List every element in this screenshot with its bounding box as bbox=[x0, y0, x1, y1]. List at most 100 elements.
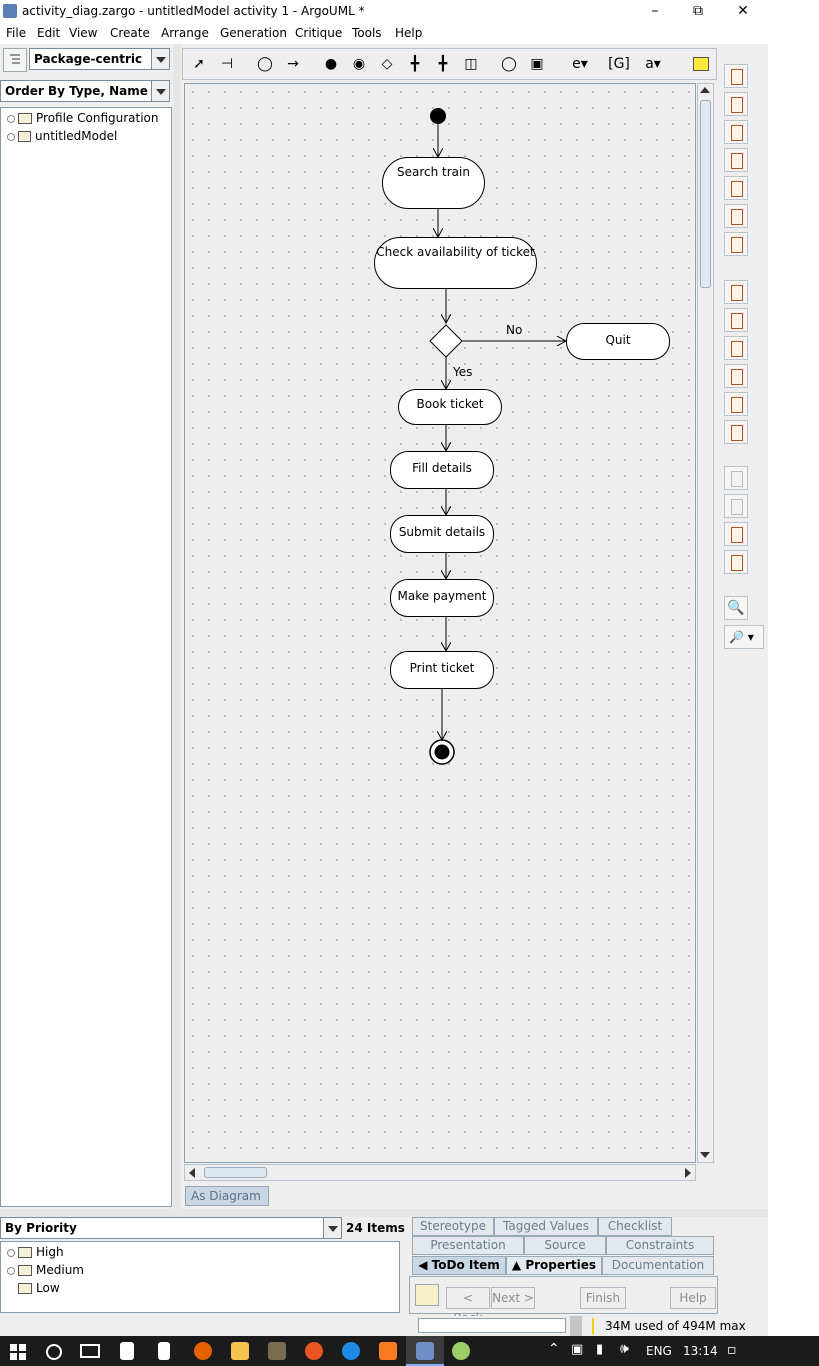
store-icon[interactable] bbox=[120, 1342, 134, 1360]
junction-tool-icon[interactable]: ◇ bbox=[381, 56, 393, 72]
swimlane-tool-icon[interactable]: ◫ bbox=[464, 56, 478, 72]
state-fill-details[interactable]: Fill details bbox=[390, 451, 494, 489]
broom-tool-icon[interactable]: ⊣ bbox=[220, 56, 234, 72]
save-as-icon[interactable] bbox=[724, 392, 748, 416]
call-state-tool-icon[interactable]: ◯ bbox=[501, 56, 517, 72]
menu-edit[interactable]: Edit bbox=[37, 26, 61, 40]
todo-priority-medium[interactable]: Medium bbox=[7, 1263, 84, 1281]
perspective-select[interactable]: Package-centric bbox=[29, 48, 170, 70]
print-icon[interactable] bbox=[724, 420, 748, 444]
state-quit[interactable]: Quit bbox=[566, 323, 670, 360]
file-explorer-icon[interactable] bbox=[231, 1342, 249, 1360]
paint-icon[interactable] bbox=[452, 1342, 470, 1360]
object-flow-tool-icon[interactable]: ▣ bbox=[530, 56, 544, 72]
new-usecase-diagram-icon[interactable] bbox=[724, 120, 748, 144]
diagram-tab[interactable]: As Diagram bbox=[185, 1186, 269, 1206]
select-tool-icon[interactable]: ➚ bbox=[193, 56, 205, 72]
initial-state-tool-icon[interactable]: ● bbox=[324, 56, 338, 72]
state-search-train[interactable]: Search train bbox=[382, 157, 485, 209]
note-tool-icon[interactable] bbox=[688, 52, 714, 76]
app-icon-blue[interactable] bbox=[342, 1342, 360, 1360]
new-collaboration-diagram-icon[interactable] bbox=[724, 204, 748, 228]
settings-list-icon[interactable] bbox=[724, 550, 748, 574]
language-indicator[interactable]: ENG bbox=[646, 1344, 672, 1358]
argouml-taskbar-icon[interactable] bbox=[416, 1342, 434, 1360]
notification-icon[interactable]: ▫ bbox=[727, 1342, 737, 1358]
splitter-horizontal[interactable] bbox=[0, 1209, 768, 1217]
todo-mode-select[interactable]: By Priority bbox=[0, 1217, 342, 1239]
minimize-icon[interactable]: – bbox=[651, 3, 659, 19]
volume-icon[interactable]: 🕪 bbox=[620, 1341, 629, 1357]
app-icon-orange[interactable] bbox=[305, 1342, 323, 1360]
action-state-tool-icon[interactable]: ◯ bbox=[257, 56, 273, 72]
tree-item-untitled-model[interactable]: untitledModel bbox=[7, 129, 117, 147]
expand-icon[interactable] bbox=[7, 1248, 15, 1257]
cortana-icon[interactable] bbox=[46, 1344, 62, 1360]
chevron-down-icon[interactable] bbox=[151, 49, 169, 69]
order-select[interactable]: Order By Type, Name bbox=[0, 80, 170, 102]
menu-generation[interactable]: Generation bbox=[220, 26, 287, 40]
app-icon-dark[interactable] bbox=[268, 1342, 286, 1360]
menu-arrange[interactable]: Arrange bbox=[161, 26, 209, 40]
menu-create[interactable]: Create bbox=[110, 26, 150, 40]
save-project-icon[interactable] bbox=[724, 364, 748, 388]
new-file-icon[interactable] bbox=[724, 308, 748, 332]
new-state-diagram-icon[interactable] bbox=[724, 148, 748, 172]
windows-start-icon[interactable] bbox=[10, 1344, 26, 1360]
tab-properties[interactable]: ▲ Properties bbox=[506, 1256, 602, 1275]
zoom-dropdown-icon[interactable]: 🔎 ▾ bbox=[724, 625, 764, 649]
open-project-icon[interactable] bbox=[724, 336, 748, 360]
todo-priority-high[interactable]: High bbox=[7, 1245, 64, 1263]
tab-checklist[interactable]: Checklist bbox=[598, 1217, 672, 1236]
expand-icon[interactable] bbox=[7, 132, 15, 141]
transition-tool-icon[interactable]: → bbox=[287, 56, 299, 72]
final-state-tool-icon[interactable]: ◉ bbox=[352, 56, 366, 72]
new-activity-diagram-icon[interactable] bbox=[724, 176, 748, 200]
close-icon[interactable]: ✕ bbox=[737, 3, 749, 19]
tab-todo-item[interactable]: ◀ ToDo Item bbox=[412, 1256, 506, 1275]
xampp-icon[interactable] bbox=[379, 1342, 397, 1360]
diagram-canvas[interactable] bbox=[184, 83, 696, 1163]
scroll-thumb[interactable] bbox=[204, 1167, 267, 1178]
state-print-ticket[interactable]: Print ticket bbox=[390, 651, 494, 689]
critic-icon[interactable] bbox=[724, 64, 748, 88]
tab-tagged-values[interactable]: Tagged Values bbox=[494, 1217, 598, 1236]
menu-help[interactable]: Help bbox=[395, 26, 423, 40]
tab-documentation[interactable]: Documentation bbox=[602, 1256, 714, 1275]
menu-tools[interactable]: Tools bbox=[352, 26, 382, 40]
expand-icon[interactable] bbox=[7, 114, 15, 123]
state-book-ticket[interactable]: Book ticket bbox=[398, 389, 502, 425]
restore-icon[interactable]: ⧉ bbox=[693, 3, 703, 19]
tray-chevron-icon[interactable]: ⌃ bbox=[548, 1341, 560, 1357]
menu-view[interactable]: View bbox=[69, 26, 98, 40]
diagram-horizontal-scrollbar[interactable] bbox=[184, 1164, 696, 1181]
clock[interactable]: 13:14 bbox=[683, 1344, 718, 1358]
action-dropdown-icon[interactable]: a▾ bbox=[645, 56, 661, 72]
splitter-vertical[interactable] bbox=[173, 44, 181, 1209]
guard-tool-icon[interactable]: [G] bbox=[608, 56, 630, 72]
battery-icon[interactable]: ▮ bbox=[596, 1342, 604, 1357]
scroll-right-icon[interactable] bbox=[685, 1168, 691, 1178]
chevron-down-icon[interactable] bbox=[151, 81, 169, 101]
find-icon[interactable]: 🔍 bbox=[724, 596, 748, 620]
todo-priority-low[interactable]: Low bbox=[7, 1281, 60, 1299]
scroll-up-icon[interactable] bbox=[700, 87, 710, 93]
explorer-settings-icon[interactable] bbox=[3, 48, 27, 72]
join-tool-icon[interactable]: ╋ bbox=[438, 56, 448, 72]
fork-tool-icon[interactable]: ╋ bbox=[410, 56, 420, 72]
state-check-availability[interactable]: Check availability of ticket bbox=[374, 237, 537, 289]
scroll-left-icon[interactable] bbox=[189, 1168, 195, 1178]
state-submit-details[interactable]: Submit details bbox=[390, 515, 494, 553]
network-icon[interactable]: ▣ bbox=[571, 1342, 584, 1357]
scroll-thumb[interactable] bbox=[700, 100, 711, 288]
tab-source[interactable]: Source bbox=[524, 1236, 606, 1255]
scroll-down-icon[interactable] bbox=[700, 1152, 710, 1158]
tab-stereotype[interactable]: Stereotype bbox=[412, 1217, 494, 1236]
comment-dropdown-icon[interactable]: e▾ bbox=[572, 56, 588, 72]
chevron-down-icon[interactable] bbox=[323, 1218, 341, 1238]
new-project-icon[interactable] bbox=[724, 280, 748, 304]
file-icon[interactable] bbox=[158, 1342, 170, 1360]
tab-presentation[interactable]: Presentation bbox=[412, 1236, 524, 1255]
new-class-diagram-icon[interactable] bbox=[724, 92, 748, 116]
tab-constraints[interactable]: Constraints bbox=[606, 1236, 714, 1255]
